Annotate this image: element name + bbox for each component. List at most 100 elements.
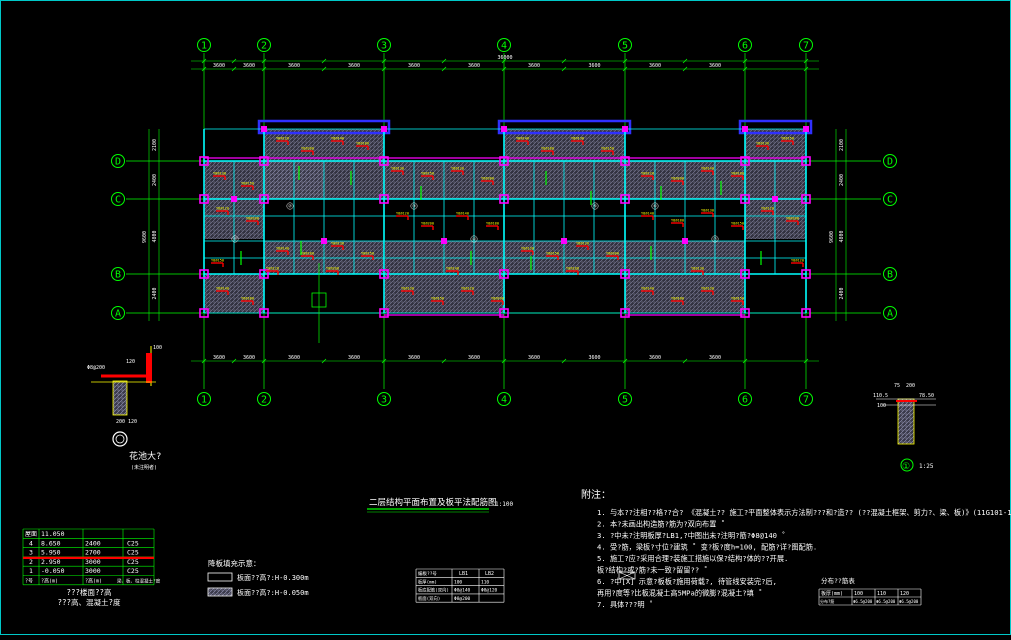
legend-item: 板面??高?:H-0.300m	[237, 573, 309, 582]
rebar-label: Y8@140	[216, 287, 229, 291]
dim-tick	[201, 66, 207, 72]
column	[379, 156, 389, 166]
column	[561, 238, 567, 244]
axis-bubble	[883, 306, 897, 320]
axis-bubble	[197, 38, 211, 52]
column	[620, 194, 630, 204]
detail-left-dim: 120	[126, 359, 135, 365]
column	[499, 269, 509, 279]
rebar-label: Y8@150	[781, 137, 794, 141]
column	[801, 156, 811, 166]
dim-text: 3600	[528, 355, 540, 361]
rebar-label: Y8@200	[326, 267, 339, 271]
rebar-label: Y8@180	[566, 267, 579, 271]
column	[501, 126, 507, 132]
note-line: 6. ?中[X] 示意?板板?施用荷载?, 待管线安装完?后,	[597, 577, 777, 586]
dim-tick	[201, 358, 207, 364]
slab-id: ⑤	[593, 204, 598, 210]
axis-label: 2	[261, 395, 267, 406]
rebar-label: Y8@140	[641, 287, 654, 291]
dim-tick	[441, 58, 447, 64]
axis-bubble	[883, 154, 897, 168]
note-line: 2. 本?未画出构造筋?筋为?双向布置 ˚	[597, 520, 725, 529]
dim-tick	[561, 358, 567, 364]
rebar-label: Y8@140	[331, 137, 344, 141]
dim-text-side-total: 9600	[829, 231, 835, 243]
dim-tick	[381, 358, 387, 364]
axis-bubble	[111, 267, 125, 281]
slab-cell: Φ8@120	[481, 588, 498, 594]
dim-tick	[441, 66, 447, 72]
axis-bubble	[111, 154, 125, 168]
dim-tick	[501, 58, 507, 64]
column	[801, 194, 811, 204]
dim-text: 3600	[243, 63, 255, 69]
note-line: 3. ?中未?注明板厚?LB1,?中图出未?注明?筋?Φ8@140 ˚	[597, 531, 786, 540]
axis-bubble	[111, 192, 125, 206]
dim-text: 3600	[288, 63, 300, 69]
detail-left-note: Φ8@200	[87, 365, 105, 371]
rebar-label: Y8@130	[391, 167, 404, 171]
floor-elevation: 5.950	[41, 549, 61, 557]
axis-label: A	[887, 309, 893, 320]
dim-text: 3600	[348, 355, 360, 361]
floor-elevation: 8.650	[41, 539, 61, 547]
column	[740, 156, 750, 166]
rebar-label: Y8@150	[731, 297, 744, 301]
dim-tick	[622, 66, 628, 72]
floor-top-value: 11.050	[41, 530, 65, 538]
slab-id-circle	[711, 235, 719, 243]
dimension-lines: 3600036003600360036003600360036003600360…	[142, 55, 847, 364]
rebar-label: Y8@180	[356, 142, 369, 146]
dim-tick	[682, 66, 688, 72]
slab-id-circle	[470, 235, 478, 243]
column	[259, 156, 269, 166]
slab-id: ①	[233, 237, 238, 243]
slab-id: ④	[472, 237, 477, 243]
dim-text: 3600	[528, 63, 540, 69]
column	[803, 126, 809, 132]
column	[259, 269, 269, 279]
detail-right-dim: 110.5	[873, 393, 888, 399]
column	[261, 126, 267, 132]
rebar-label: Y8@150	[361, 252, 374, 256]
rebar-label: Y8@120	[461, 287, 474, 291]
axis-bubble	[377, 392, 391, 406]
axis-bubble	[618, 392, 632, 406]
note-line: 7. 具体???明 ˚	[597, 600, 653, 609]
floor-header: ?高(m)	[41, 578, 58, 585]
dim-text-side: 4800	[152, 230, 158, 242]
floor-caption: ???高、混凝土?度	[57, 597, 121, 607]
general-notes: 附注： 1. 与本??注相??格??合? 《混凝土?? 施工?平面整体表示方法制…	[581, 488, 1011, 609]
floor-header: ?号	[25, 579, 33, 585]
floor-number: 1	[29, 567, 33, 575]
rebar-label: Y8@130	[701, 287, 714, 291]
rebar-label: Y8@180	[541, 147, 554, 151]
axis-bubble	[257, 392, 271, 406]
dim-text-side: 2400	[839, 174, 845, 186]
slab-cell: 110	[481, 579, 489, 585]
dim-text: 3600	[709, 355, 721, 361]
slab-row-label: 板面(双向)	[418, 595, 440, 602]
column	[199, 308, 209, 318]
dim-tick	[321, 358, 327, 364]
rebar-label: Y8@120	[761, 207, 774, 211]
detail-right-label: ①	[902, 462, 910, 472]
structural-plan: Y8@130Y8@150Y8@120Y8@200Y8@140Y8@180Y8@1…	[199, 119, 813, 343]
dim-tick	[803, 66, 809, 72]
dim-tick	[501, 66, 507, 72]
column	[231, 196, 237, 202]
rebar-label: Y8@140	[456, 212, 469, 216]
column	[682, 238, 688, 244]
dim-text: 3600	[213, 355, 225, 361]
axis-label: 4	[501, 395, 507, 406]
slab-id-circle	[410, 202, 418, 210]
rebar-label: Y8@120	[451, 167, 464, 171]
rebar-label: Y8@180	[731, 172, 744, 176]
rebar-label: Y8@200	[481, 177, 494, 181]
plan-scale: 1:100	[495, 501, 513, 508]
dim-text: 3600	[408, 355, 420, 361]
rebar-label: Y8@150	[211, 259, 224, 263]
